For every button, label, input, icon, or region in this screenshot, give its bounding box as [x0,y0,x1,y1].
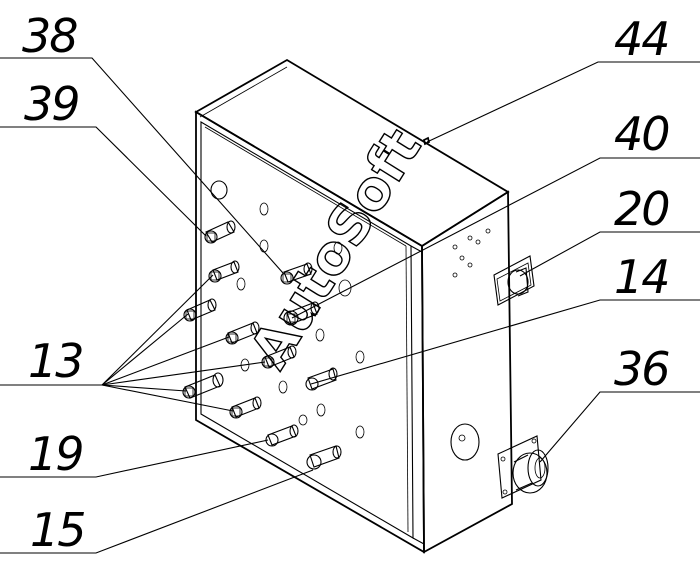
callout-13: 13 [28,334,83,388]
callout-38: 38 [22,9,77,63]
connector-36 [497,435,549,499]
callout-labels: 38 39 13 19 15 44 40 20 14 36 [22,9,671,557]
button-40 [283,301,320,326]
callout-40: 40 [614,107,669,161]
switch-20 [493,255,535,306]
button-39 [204,220,236,244]
callout-44: 44 [614,12,669,66]
callout-15: 15 [30,503,85,557]
leader-lines [0,57,700,554]
callout-19: 19 [28,427,83,481]
watermark: AutoSoft [238,118,434,379]
button-13b [183,298,217,322]
callout-36: 36 [614,342,669,396]
button-14 [305,367,338,391]
button-13f [229,396,262,419]
button-15 [306,445,342,470]
button-19 [265,424,299,447]
callout-14: 14 [614,250,669,304]
side-details [422,136,549,499]
button-13a [208,260,240,283]
button-13d [261,345,297,369]
callout-39: 39 [24,77,79,131]
callout-20: 20 [614,182,669,236]
button-13e [182,372,224,399]
cabinet-body [194,58,513,554]
button-38 [280,262,313,285]
